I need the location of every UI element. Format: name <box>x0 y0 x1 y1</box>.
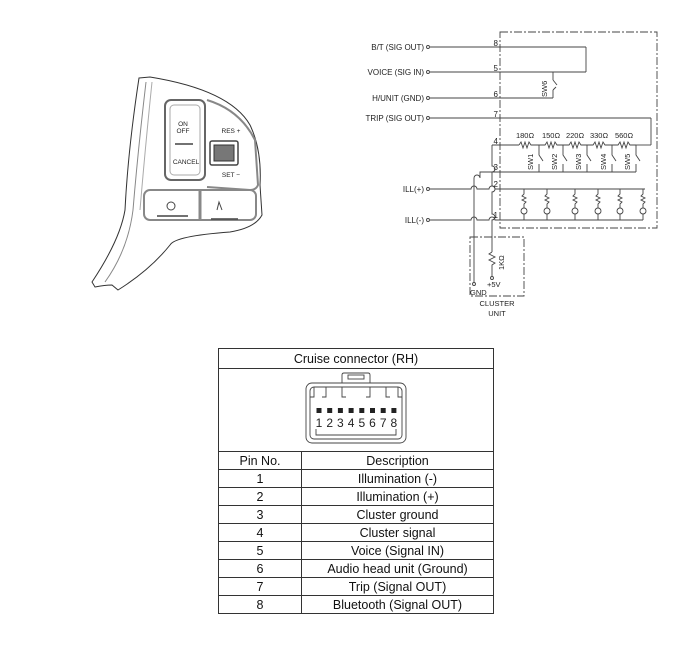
switch-sw4: SW4 <box>599 154 608 170</box>
pin-description-cell: Bluetooth (Signal OUT) <box>301 595 494 614</box>
pin-description-cell: Cluster ground <box>301 505 494 524</box>
label-bt-sig-out: B/T (SIG OUT) <box>371 43 424 52</box>
wiring-schematic <box>426 31 658 297</box>
phone-icon <box>216 200 223 211</box>
resistor-220: 220Ω <box>566 131 585 140</box>
connector-pin-cavity <box>380 407 386 413</box>
connector-pin-number: 5 <box>358 416 365 430</box>
connector-pin-number: 3 <box>337 416 344 430</box>
pin-1: 1 <box>494 211 499 220</box>
connector-pin-cavity <box>316 407 322 413</box>
connector-pin-cavity <box>391 407 397 413</box>
header-pin-no: Pin No. <box>218 451 302 470</box>
pin-number-cell: 8 <box>218 595 302 614</box>
resistor-150: 150Ω <box>542 131 561 140</box>
cluster-unit-label-2: UNIT <box>488 309 506 318</box>
pin-number-cell: 1 <box>218 469 302 488</box>
pin-number-cell: 6 <box>218 559 302 578</box>
pin-number-cell: 2 <box>218 487 302 506</box>
pin-description-cell: Illumination (-) <box>301 469 494 488</box>
cluster-unit-label-1: CLUSTER <box>479 299 515 308</box>
pin-8: 8 <box>494 39 499 48</box>
pin-description-cell: Illumination (+) <box>301 487 494 506</box>
on-button-label: ON <box>178 121 188 128</box>
pin-description-cell: Audio head unit (Ground) <box>301 559 494 578</box>
connector-pin-number: 4 <box>348 416 355 430</box>
header-description: Description <box>301 451 494 470</box>
label-ill-plus: ILL(+) <box>403 185 424 194</box>
connector-pin-cavity <box>348 407 354 413</box>
pin-number-cell: 7 <box>218 577 302 596</box>
pin-2: 2 <box>494 180 499 189</box>
label-trip-sig-out: TRIP (SIG OUT) <box>365 114 424 123</box>
resistor-560: 560Ω <box>615 131 634 140</box>
pin-number-cell: 3 <box>218 505 302 524</box>
pin-3: 3 <box>494 163 499 172</box>
pin-5: 5 <box>494 64 499 73</box>
connector-pin-cavity <box>359 407 365 413</box>
connector-pin-number: 8 <box>391 416 398 430</box>
connector-title: Cruise connector (RH) <box>218 348 494 369</box>
connector-pin-number: 6 <box>369 416 376 430</box>
connector-pin-cavity <box>337 407 343 413</box>
label-voice-sig-in: VOICE (SIG IN) <box>368 68 425 77</box>
resistor-330: 330Ω <box>590 131 609 140</box>
switch-sw5: SW5 <box>623 154 632 170</box>
connector-pin-cavity <box>370 407 375 413</box>
switch-sw6: SW6 <box>540 81 549 97</box>
pin-description-cell: Trip (Signal OUT) <box>301 577 494 596</box>
cancel-button-label: CANCEL <box>173 159 200 166</box>
pin-4: 4 <box>494 137 499 146</box>
label-ill-minus: ILL(-) <box>405 216 424 225</box>
resistor-180: 180Ω <box>516 131 535 140</box>
connector-pin-cavity <box>327 407 333 413</box>
steering-switch-illustration <box>91 76 263 291</box>
set-button-label: SET − <box>222 172 240 179</box>
cruise-icon <box>166 201 176 211</box>
pin-6: 6 <box>494 90 499 99</box>
cluster-supply-5v: +5V <box>487 280 501 289</box>
cluster-gnd: GND <box>470 288 487 297</box>
res-button-label: RES + <box>222 128 241 135</box>
connector-pin-number: 7 <box>380 416 387 430</box>
switch-sw2: SW2 <box>550 154 559 170</box>
switch-sw3: SW3 <box>574 154 583 170</box>
off-button-label: OFF <box>177 128 190 135</box>
pin-number-cell: 4 <box>218 523 302 542</box>
cluster-resistor-1k: 1KΩ <box>497 255 506 270</box>
pin-number-cell: 5 <box>218 541 302 560</box>
switch-sw1: SW1 <box>526 154 535 170</box>
pin-description-cell: Cluster signal <box>301 523 494 542</box>
diagram: ON OFF CANCEL RES + SET − <box>91 31 658 318</box>
connector-pin-number: 1 <box>316 416 323 430</box>
pin-7: 7 <box>494 110 499 119</box>
pin-description-cell: Voice (Signal IN) <box>301 541 494 560</box>
connector-pin-number: 2 <box>326 416 333 430</box>
label-hunit-gnd: H/UNIT (GND) <box>372 94 424 103</box>
